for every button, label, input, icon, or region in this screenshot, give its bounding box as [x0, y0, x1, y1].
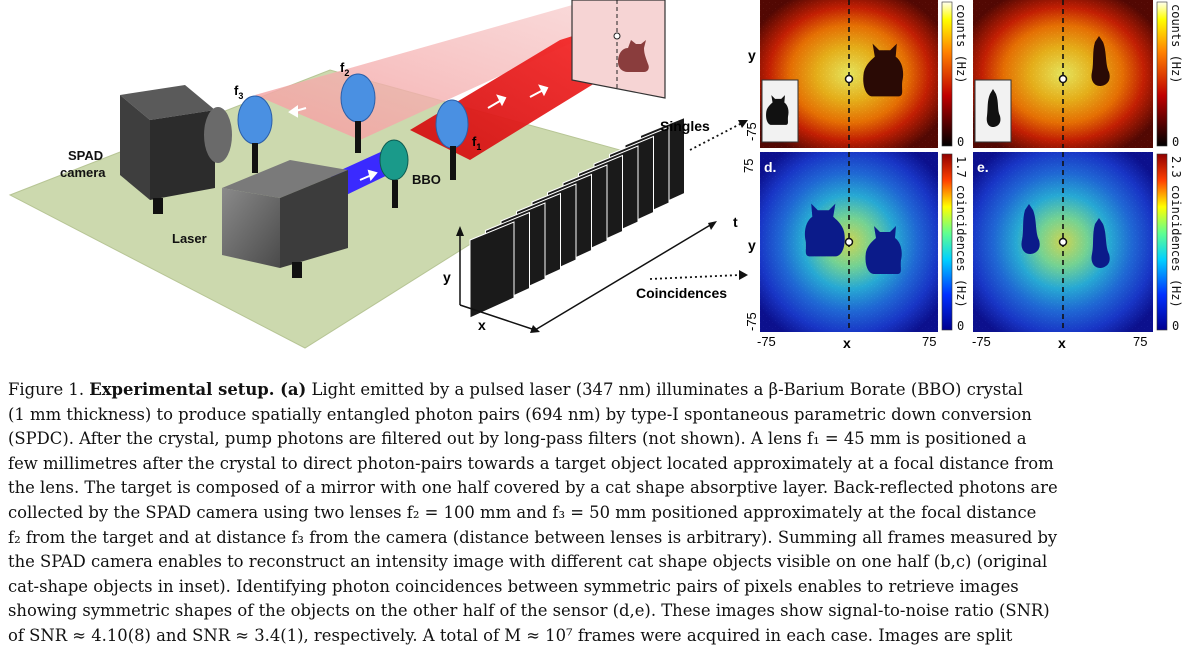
axis-y-label: y: [443, 269, 451, 285]
figure-caption: Figure 1. Experimental setup. (a) Light …: [8, 378, 1192, 645]
caption-line: collected by the SPAD camera using two l…: [8, 502, 1037, 522]
x-tick-max-left: 75: [922, 334, 936, 349]
colorbar: [1156, 153, 1168, 331]
bbo-label: BBO: [412, 172, 441, 187]
setup-illustration: SPAD camera f3 f2 f1 BBO: [8, 0, 748, 349]
result-panel: counts (Hz) 0: [760, 0, 968, 149]
inset-cat-icon: [766, 95, 789, 125]
inset-cat-icon: [986, 89, 1001, 127]
y-axis-label-bottom: y: [748, 237, 756, 253]
lens-f3-label: f3: [234, 83, 243, 101]
origin-marker: [844, 74, 854, 84]
lens-f3: [237, 95, 273, 173]
origin-marker: [1058, 237, 1068, 247]
experimental-setup-figure: SPAD camera f3 f2 f1 BBO: [8, 0, 1183, 351]
camera-frame: [469, 221, 515, 319]
lens-f1: [435, 99, 469, 180]
coincidences-label: Coincidences: [636, 285, 727, 301]
lens-f2: [340, 73, 376, 153]
axis-x-label: x: [478, 317, 486, 333]
panel-axes-labels: y y 75 -75 -75 -75 x 75 -75 x 75: [741, 47, 1147, 351]
colorbar-label: 2.3 coincidences (Hz): [1169, 156, 1183, 308]
y-tick-max-label: 75: [741, 159, 756, 173]
bbo-crystal: [379, 139, 409, 208]
caption-line: few millimetres after the crystal to dir…: [8, 453, 1054, 473]
y-tick-min-label-top: -75: [744, 122, 759, 141]
x-tick-max-right: 75: [1133, 334, 1147, 349]
lens-f1-label: f1: [472, 134, 481, 152]
caption-line: f₂ from the target and at distance f₃ fr…: [8, 527, 1058, 547]
panel-letter: d.: [764, 159, 776, 175]
spad-camera-label-line2: camera: [60, 165, 106, 180]
y-axis-label-top: y: [748, 47, 756, 63]
origin-marker: [1058, 74, 1068, 84]
result-panel: d. 1.7 coincidences (Hz) 0: [760, 152, 968, 333]
target-mirror: [571, 0, 666, 99]
result-panel: e. 2.3 coincidences (Hz) 0: [973, 152, 1183, 333]
result-panels: counts (Hz) 0 counts (Hz) 0 d. 1.7 coincidenc…: [760, 0, 1183, 333]
cat-object-image: [863, 43, 904, 97]
cat-object-image: [1091, 218, 1110, 268]
colorbar-label: counts (Hz): [954, 4, 968, 83]
singles-label: Singles: [660, 118, 710, 134]
colorbar-label: counts (Hz): [1169, 4, 1183, 83]
spad-camera: [120, 85, 232, 214]
colorbar-min: 0: [957, 319, 964, 333]
cat-object-image: [865, 226, 902, 274]
x-tick-min-left: -75: [757, 334, 776, 349]
x-tick-min-right: -75: [972, 334, 991, 349]
colorbar-min: 0: [957, 135, 964, 149]
caption-line: Figure 1. Experimental setup. (a) Light …: [8, 380, 1023, 399]
panel-letter: e.: [977, 159, 989, 175]
cat-object-image: [1091, 36, 1110, 86]
origin-marker: [844, 237, 854, 247]
caption-line: the lens. The target is composed of a mi…: [8, 478, 1058, 498]
result-panel: counts (Hz) 0: [973, 0, 1183, 149]
coincidences-arrow: [649, 274, 741, 280]
lens-f2-label: f2: [340, 60, 349, 78]
cat-object-mirrored: [804, 203, 845, 257]
axis-t-label: t: [733, 214, 738, 230]
caption-line: of SNR ≈ 4.10(8) and SNR ≈ 3.4(1), respe…: [8, 625, 1013, 645]
caption-line: the SPAD camera enables to reconstruct a…: [8, 552, 1048, 572]
caption-line: showing symmetric shapes of the objects …: [8, 601, 1050, 621]
colorbar-min: 0: [1172, 135, 1179, 149]
x-label-left: x: [843, 335, 851, 351]
cat-object-mirrored: [1021, 204, 1040, 254]
cat-target-icon: [618, 40, 649, 72]
y-tick-min-label-bottom: -75: [744, 312, 759, 331]
caption-line: (SPDC). After the crystal, pump photons …: [8, 429, 1027, 449]
frame-stack: t x y: [443, 116, 738, 333]
beam-arrows: [288, 84, 549, 182]
caption-line: (1 mm thickness) to produce spatially en…: [8, 404, 1032, 424]
colorbar: [941, 1, 953, 147]
colorbar-label: 1.7 coincidences (Hz): [954, 156, 968, 308]
laser-label: Laser: [172, 231, 207, 246]
caption-line: cat-shape objects in inset). Identifying…: [8, 576, 1019, 596]
x-label-right: x: [1058, 335, 1066, 351]
colorbar-min: 0: [1172, 319, 1179, 333]
laser-box: [222, 160, 348, 278]
colorbar: [941, 153, 953, 331]
colorbar: [1156, 1, 1168, 147]
spad-camera-label-line1: SPAD: [68, 148, 103, 163]
